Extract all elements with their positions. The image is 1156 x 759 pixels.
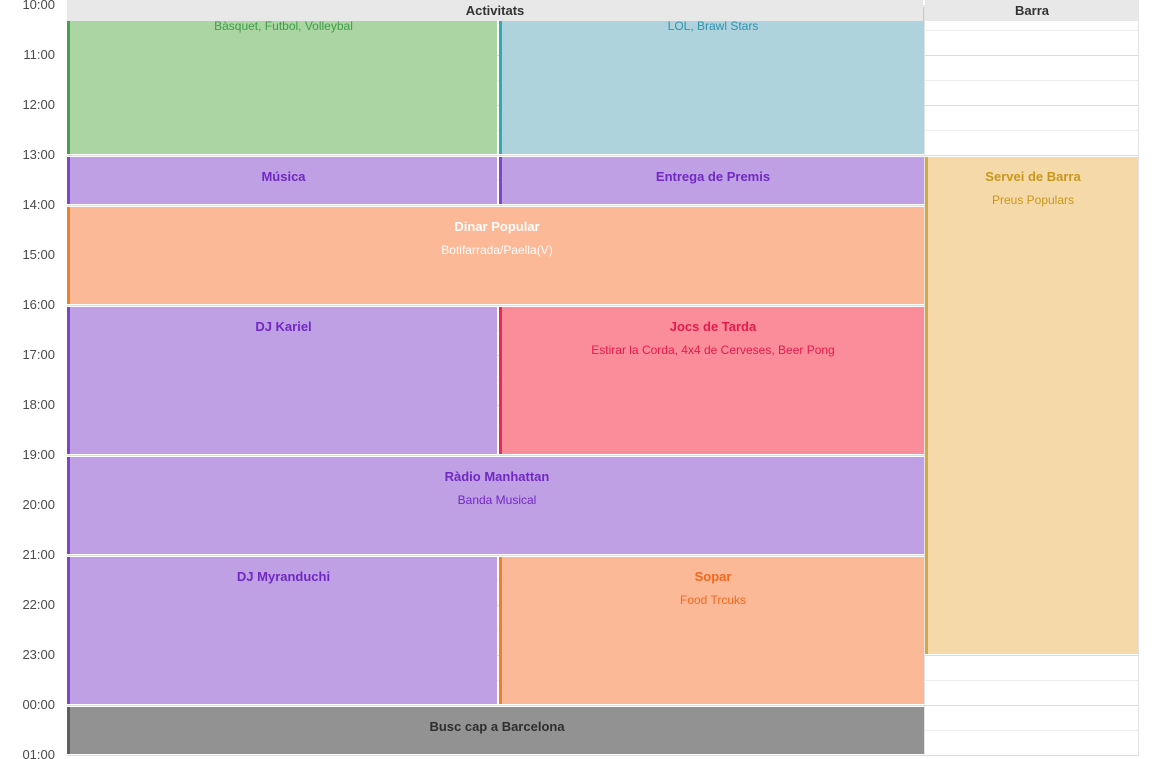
event-subtitle: Preus Populars	[991, 193, 1075, 207]
grid-hour-line	[67, 755, 924, 756]
event-title: Jocs de Tarda	[669, 319, 757, 334]
column-header-activitats: Activitats	[67, 0, 923, 21]
event-subtitle: Food Trcuks	[679, 593, 747, 607]
grid-hour-line	[67, 705, 924, 706]
time-label: 01:00	[22, 747, 55, 759]
time-label: 22:00	[22, 597, 55, 612]
event-title: Entrega de Premis	[655, 169, 771, 184]
grid-half-hour-line	[925, 80, 1138, 81]
column-header-barra: Barra	[925, 0, 1139, 21]
event-title: Ràdio Manhattan	[444, 469, 550, 484]
barra-column-frame	[924, 5, 1139, 756]
grid-hour-line	[925, 155, 1138, 156]
time-label: 00:00	[22, 697, 55, 712]
event-title: Busc cap a Barcelona	[429, 719, 565, 734]
grid-hour-line	[925, 755, 1138, 756]
event-title: Sopar	[694, 569, 732, 584]
grid-half-hour-line	[925, 130, 1138, 131]
event-title: Música	[261, 169, 306, 184]
grid-hour-line	[67, 555, 924, 556]
time-label: 14:00	[22, 197, 55, 212]
event-title: Servei de Barra	[985, 169, 1081, 184]
time-label: 18:00	[22, 397, 55, 412]
event-dj-kariel[interactable]: DJ Kariel	[67, 307, 497, 454]
grid-hour-line	[925, 105, 1138, 106]
time-label: 20:00	[22, 497, 55, 512]
grid-half-hour-line	[925, 30, 1138, 31]
time-label: 11:00	[23, 47, 55, 62]
time-label: 15:00	[22, 247, 55, 262]
time-label: 10:00	[22, 0, 55, 12]
event-title: Dinar Popular	[454, 219, 540, 234]
event-dj-myranduchi[interactable]: DJ Myranduchi	[67, 557, 497, 704]
grid-half-hour-line	[925, 680, 1138, 681]
grid-hour-line	[925, 55, 1138, 56]
grid-hour-line	[67, 205, 924, 206]
event-subtitle: Banda Musical	[457, 493, 537, 507]
time-label: 12:00	[22, 97, 55, 112]
event-subtitle: Botifarrada/Paella(V)	[441, 243, 553, 257]
grid-hour-line	[67, 155, 924, 156]
event-title: DJ Kariel	[255, 319, 312, 334]
event-title: DJ Myranduchi	[236, 569, 331, 584]
event-subtitle: Estirar la Corda, 4x4 de Cerveses, Beer …	[591, 343, 835, 357]
grid-half-hour-line	[925, 730, 1138, 731]
time-label: 17:00	[22, 347, 55, 362]
time-label: 16:00	[22, 297, 55, 312]
time-label: 23:00	[22, 647, 55, 662]
event-entrega-de-premis[interactable]: Entrega de Premis	[499, 157, 924, 204]
grid-hour-line	[925, 705, 1138, 706]
grid-hour-line	[925, 655, 1138, 656]
time-label: 21:00	[22, 547, 55, 562]
time-label: 13:00	[22, 147, 55, 162]
event-subtitle: LOL, Brawl Stars	[667, 19, 759, 33]
grid-hour-line	[67, 305, 924, 306]
event-lol-brawl-stars[interactable]: LOL, Brawl Stars	[499, 7, 924, 154]
event-subtitle: Bàsquet, Futbol, Volleybal	[214, 19, 353, 33]
grid-hour-line	[67, 455, 924, 456]
time-label: 19:00	[22, 447, 55, 462]
event-busc-cap-a-barcelona[interactable]: Busc cap a Barcelona	[67, 707, 924, 754]
event-musica[interactable]: Música	[67, 157, 497, 204]
event-basquet-futbol-volleybal[interactable]: Bàsquet, Futbol, Volleybal	[67, 7, 497, 154]
